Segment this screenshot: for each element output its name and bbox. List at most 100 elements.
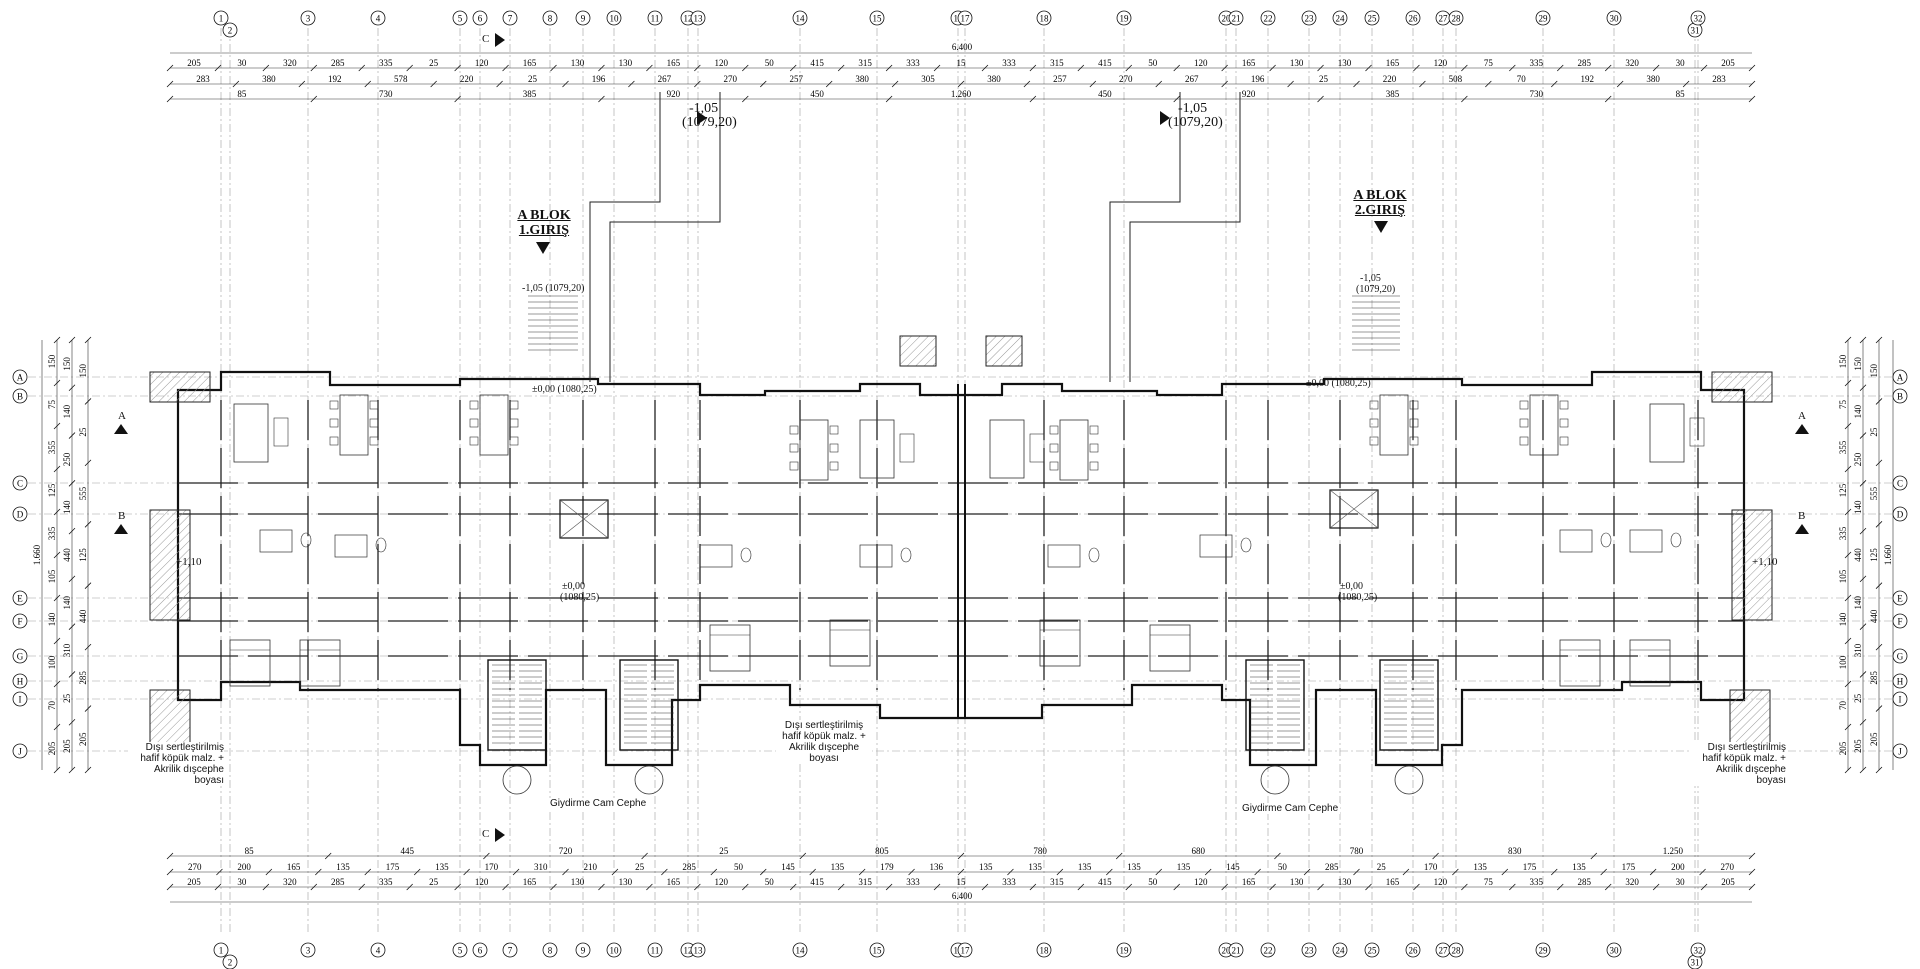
dimension-label: 130 bbox=[1338, 877, 1352, 887]
dimension-label: 150 bbox=[1838, 354, 1848, 368]
svg-text:32: 32 bbox=[1694, 946, 1703, 956]
svg-text:15: 15 bbox=[873, 14, 883, 24]
dimension-label: 267 bbox=[1185, 74, 1199, 84]
dimension-label: 310 bbox=[1853, 643, 1863, 657]
dimension-label: 285 bbox=[682, 862, 696, 872]
section-a-left: A bbox=[118, 410, 126, 422]
grid-column-bubble: 22 bbox=[1260, 942, 1276, 958]
svg-text:C: C bbox=[1897, 479, 1903, 489]
dimension-label: 335 bbox=[1530, 58, 1544, 68]
grid-column-bubble: 2 bbox=[222, 22, 238, 38]
dimension-label: 165 bbox=[667, 877, 681, 887]
grid-column-bubble: 9 bbox=[575, 942, 591, 958]
grid-column-bubble: 29 bbox=[1535, 942, 1551, 958]
section-arrow bbox=[1795, 424, 1809, 434]
dimension-label: 285 bbox=[78, 671, 88, 685]
grid-column-bubble: 30 bbox=[1606, 942, 1622, 958]
dimension-label: 30 bbox=[237, 877, 247, 887]
dimension-label: 50 bbox=[765, 58, 775, 68]
grid-column-bubble: 21 bbox=[1228, 942, 1244, 958]
svg-text:2: 2 bbox=[228, 26, 233, 36]
dimension-label: 335 bbox=[379, 58, 393, 68]
svg-text:20: 20 bbox=[1222, 946, 1232, 956]
grid-row-bubble: I bbox=[12, 691, 28, 707]
grid-row-bubble: D bbox=[12, 506, 28, 522]
dimension-label: 135 bbox=[1028, 862, 1042, 872]
svg-text:I: I bbox=[1899, 695, 1902, 705]
dimension-label: 85 bbox=[1676, 89, 1686, 99]
dimension-label: 30 bbox=[1676, 58, 1686, 68]
dimension-label: 415 bbox=[810, 877, 824, 887]
dimension-label: 145 bbox=[1226, 862, 1240, 872]
svg-text:21: 21 bbox=[1232, 14, 1241, 24]
dimension-label: 270 bbox=[724, 74, 738, 84]
section-arrow bbox=[697, 111, 707, 125]
dimension-label: 120 bbox=[1434, 877, 1448, 887]
dimension-label: 205 bbox=[1869, 732, 1879, 746]
dimension-label: 75 bbox=[1838, 400, 1848, 410]
dimension-label: 270 bbox=[1119, 74, 1133, 84]
dimension-label: 335 bbox=[1530, 877, 1544, 887]
section-arrow bbox=[495, 33, 505, 47]
section-arrow bbox=[114, 524, 128, 534]
curtain-wall-note-right: Giydirme Cam Cephe bbox=[1240, 803, 1341, 814]
grid-column-bubble: 7 bbox=[502, 10, 518, 26]
grid-column-bubble: 4 bbox=[370, 942, 386, 958]
dimension-label: 135 bbox=[1127, 862, 1141, 872]
grid-column-bubble: 17 bbox=[957, 942, 973, 958]
grid-row-bubble: J bbox=[1892, 743, 1908, 759]
grid-row-bubble: H bbox=[12, 673, 28, 689]
grid-column-bubble: 10 bbox=[606, 10, 622, 26]
dimension-label: 320 bbox=[1625, 58, 1639, 68]
dimension-label: 220 bbox=[460, 74, 474, 84]
grid-row-bubble: E bbox=[12, 590, 28, 606]
svg-text:12: 12 bbox=[684, 14, 693, 24]
dimension-label: 805 bbox=[875, 846, 889, 856]
dimension-label: 508 bbox=[1449, 74, 1463, 84]
dimension-label: 135 bbox=[1177, 862, 1191, 872]
dimension-label: 120 bbox=[1194, 58, 1208, 68]
level-marker-top-right: -1,05 bbox=[1178, 101, 1208, 116]
dimension-label: 270 bbox=[1721, 862, 1735, 872]
dimension-label: 140 bbox=[62, 500, 72, 514]
svg-text:26: 26 bbox=[1409, 14, 1419, 24]
building-outline bbox=[176, 92, 1746, 767]
svg-text:22: 22 bbox=[1264, 14, 1273, 24]
dimension-label: 25 bbox=[1377, 862, 1387, 872]
dimension-label: 105 bbox=[1838, 569, 1848, 583]
level-marker-top-left-sub: (1079,20) bbox=[682, 115, 737, 130]
dimension-label: 320 bbox=[283, 877, 297, 887]
dimension-label: 205 bbox=[187, 877, 201, 887]
svg-text:10: 10 bbox=[610, 946, 620, 956]
total-dim-left: 1.660 bbox=[32, 544, 42, 565]
svg-text:9: 9 bbox=[581, 946, 586, 956]
svg-text:19: 19 bbox=[1120, 946, 1130, 956]
dimension-label: 920 bbox=[667, 89, 681, 99]
section-arrow bbox=[1374, 221, 1388, 233]
dimension-label: 145 bbox=[781, 862, 795, 872]
dimension-label: 170 bbox=[1424, 862, 1438, 872]
dimension-label: 135 bbox=[979, 862, 993, 872]
dimension-label: 315 bbox=[858, 58, 872, 68]
section-b-left: B bbox=[118, 510, 126, 522]
grid-column-bubble: 28 bbox=[1448, 942, 1464, 958]
grid-row-bubble: I bbox=[1892, 691, 1908, 707]
dimension-label: 130 bbox=[571, 58, 585, 68]
dimension-label: 333 bbox=[1002, 877, 1016, 887]
section-c-bottom: C bbox=[482, 828, 490, 840]
grid-column-bubble: 18 bbox=[1036, 10, 1052, 26]
grid-column-bubble: 4 bbox=[370, 10, 386, 26]
grid-row-bubble: B bbox=[12, 388, 28, 404]
grid-column-bubble: 5 bbox=[452, 10, 468, 26]
grid-column-bubble: 15 bbox=[869, 942, 885, 958]
svg-text:28: 28 bbox=[1452, 946, 1462, 956]
dimension-label: 680 bbox=[1192, 846, 1206, 856]
dimension-label: 780 bbox=[1033, 846, 1047, 856]
dimension-label: 205 bbox=[47, 741, 57, 755]
